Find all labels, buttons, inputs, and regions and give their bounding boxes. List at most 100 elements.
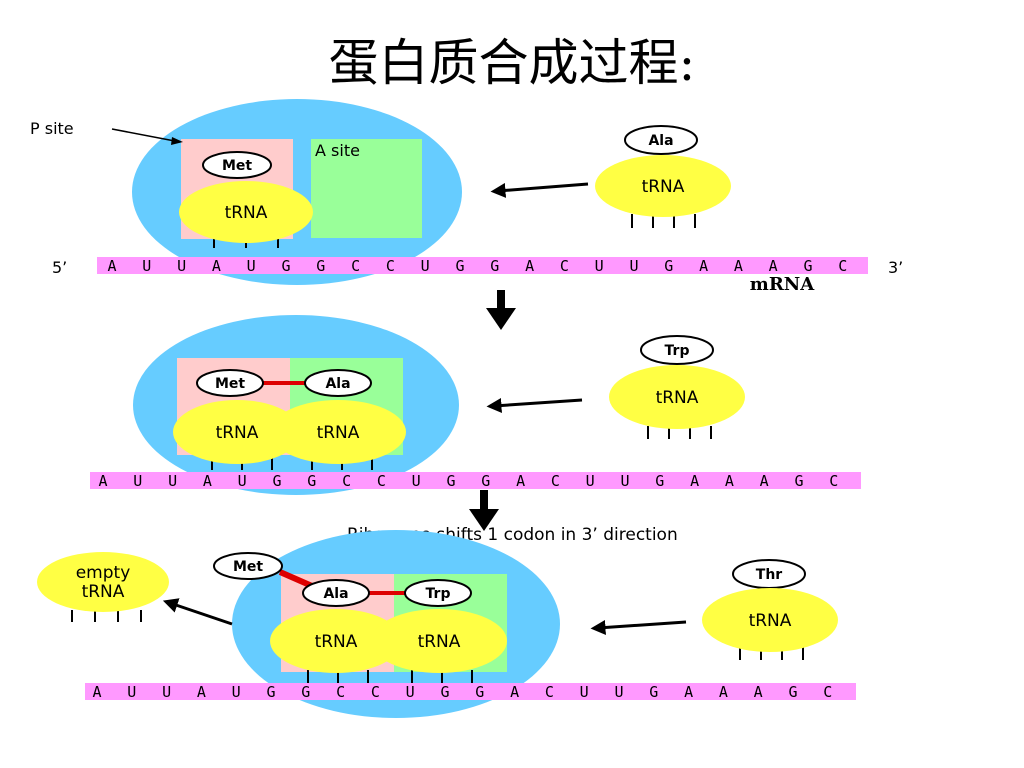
mrna-base: U: [412, 472, 421, 490]
mrna-base: A: [754, 683, 763, 701]
svg-text:tRNA: tRNA: [656, 388, 699, 408]
incoming-arrow: [490, 182, 589, 198]
mrna-base: G: [788, 683, 797, 701]
mrna-base: G: [446, 472, 455, 490]
stage-2: Met Ala tRNA tRNA Trp tRNA: [90, 315, 861, 495]
three-prime-label: 3’: [888, 258, 903, 277]
mrna-strand: [85, 683, 856, 700]
mrna-base: C: [838, 257, 847, 275]
svg-text:tRNA: tRNA: [749, 611, 792, 631]
mrna-base: U: [168, 472, 177, 490]
stage-3: Met Ala Trp tRNA tRNA empty tRNA: [37, 530, 856, 718]
trna-p-site: tRNA: [173, 400, 301, 470]
incoming-trna-trp: tRNA: [609, 365, 745, 439]
exit-arrow: [162, 598, 233, 626]
step-arrow-2: [469, 490, 499, 531]
mrna-base: C: [545, 683, 554, 701]
mrna-base: U: [421, 257, 430, 275]
svg-text:Thr: Thr: [756, 567, 783, 583]
mrna-base: A: [212, 257, 221, 275]
mrna-base: U: [177, 257, 186, 275]
mrna-base: G: [301, 683, 310, 701]
mrna-strand: [90, 472, 861, 489]
peptide-bond-met-ala: [278, 569, 314, 589]
page-title: 蛋白质合成过程:: [329, 34, 696, 92]
amino-acid-ala: [302, 579, 370, 607]
mrna-base: G: [440, 683, 449, 701]
mrna-base: A: [203, 472, 212, 490]
mrna-base: G: [281, 257, 290, 275]
mrna-base: C: [551, 472, 560, 490]
mrna-base: G: [481, 472, 490, 490]
mrna-base: A: [734, 257, 743, 275]
svg-text:Ala: Ala: [648, 133, 673, 149]
mrna-base: C: [336, 683, 345, 701]
amino-acid-thr: [732, 559, 806, 589]
p-site-label: P site: [30, 119, 74, 138]
amino-acid-trp: [404, 579, 472, 607]
amino-acid-met: [213, 552, 283, 580]
mrna-base: A: [510, 683, 519, 701]
mrna-base: U: [580, 683, 589, 701]
a-site-label: A site: [315, 141, 360, 160]
mrna-base: G: [475, 683, 484, 701]
svg-text:Trp: Trp: [426, 586, 451, 602]
mrna-base: G: [272, 472, 281, 490]
mrna-base: U: [162, 683, 171, 701]
svg-text:Met: Met: [233, 559, 263, 575]
svg-text:empty: empty: [76, 563, 131, 583]
mrna-base: U: [247, 257, 256, 275]
svg-text:Ala: Ala: [323, 586, 348, 602]
mrna-base: G: [794, 472, 803, 490]
mrna-base: A: [98, 472, 107, 490]
mrna-base: A: [92, 683, 101, 701]
svg-text:Trp: Trp: [665, 343, 690, 359]
mrna-base: A: [525, 257, 534, 275]
mrna-base: C: [351, 257, 360, 275]
mrna-base: U: [406, 683, 415, 701]
incoming-arrow: [590, 620, 687, 635]
amino-acid-met: [202, 151, 272, 179]
svg-text:tRNA: tRNA: [315, 632, 358, 652]
mrna-base: C: [377, 472, 386, 490]
mrna-base: U: [595, 257, 604, 275]
trna-p-site: tRNA: [179, 181, 313, 248]
mrna-base: A: [684, 683, 693, 701]
svg-text:tRNA: tRNA: [317, 423, 360, 443]
mrna-base: C: [560, 257, 569, 275]
svg-text:tRNA: tRNA: [418, 632, 461, 652]
mrna-base: G: [655, 472, 664, 490]
mrna-base: C: [823, 683, 832, 701]
svg-text:Ala: Ala: [325, 376, 350, 392]
svg-text:tRNA: tRNA: [216, 423, 259, 443]
mrna-base: G: [307, 472, 316, 490]
p-site-pointer-head: [171, 137, 183, 145]
mrna-strand: [97, 257, 868, 274]
step-arrow-1: [486, 290, 516, 330]
mrna-base: U: [127, 683, 136, 701]
mrna-base: A: [516, 472, 525, 490]
mrna-base: A: [699, 257, 708, 275]
stage-1: A site P site Met tRNA Ala tRNA A U U A U G G C: [30, 99, 903, 295]
mrna-base: G: [266, 683, 275, 701]
mrna-base: C: [342, 472, 351, 490]
trna-a-site: tRNA: [371, 609, 507, 683]
mrna-base: G: [664, 257, 673, 275]
mrna-base: G: [316, 257, 325, 275]
mrna-base: U: [133, 472, 142, 490]
incoming-trna-ala: tRNA: [595, 155, 731, 228]
mrna-base: A: [725, 472, 734, 490]
mrna-base: U: [629, 257, 638, 275]
mrna-base: G: [490, 257, 499, 275]
a-site-region: [311, 139, 422, 238]
five-prime-label: 5’: [52, 258, 67, 277]
svg-text:Met: Met: [222, 158, 252, 174]
incoming-arrow: [486, 398, 583, 413]
amino-acid-trp: [640, 335, 714, 365]
mrna-base: A: [769, 257, 778, 275]
svg-text:Met: Met: [215, 376, 245, 392]
p-site-pointer: [111, 128, 181, 143]
